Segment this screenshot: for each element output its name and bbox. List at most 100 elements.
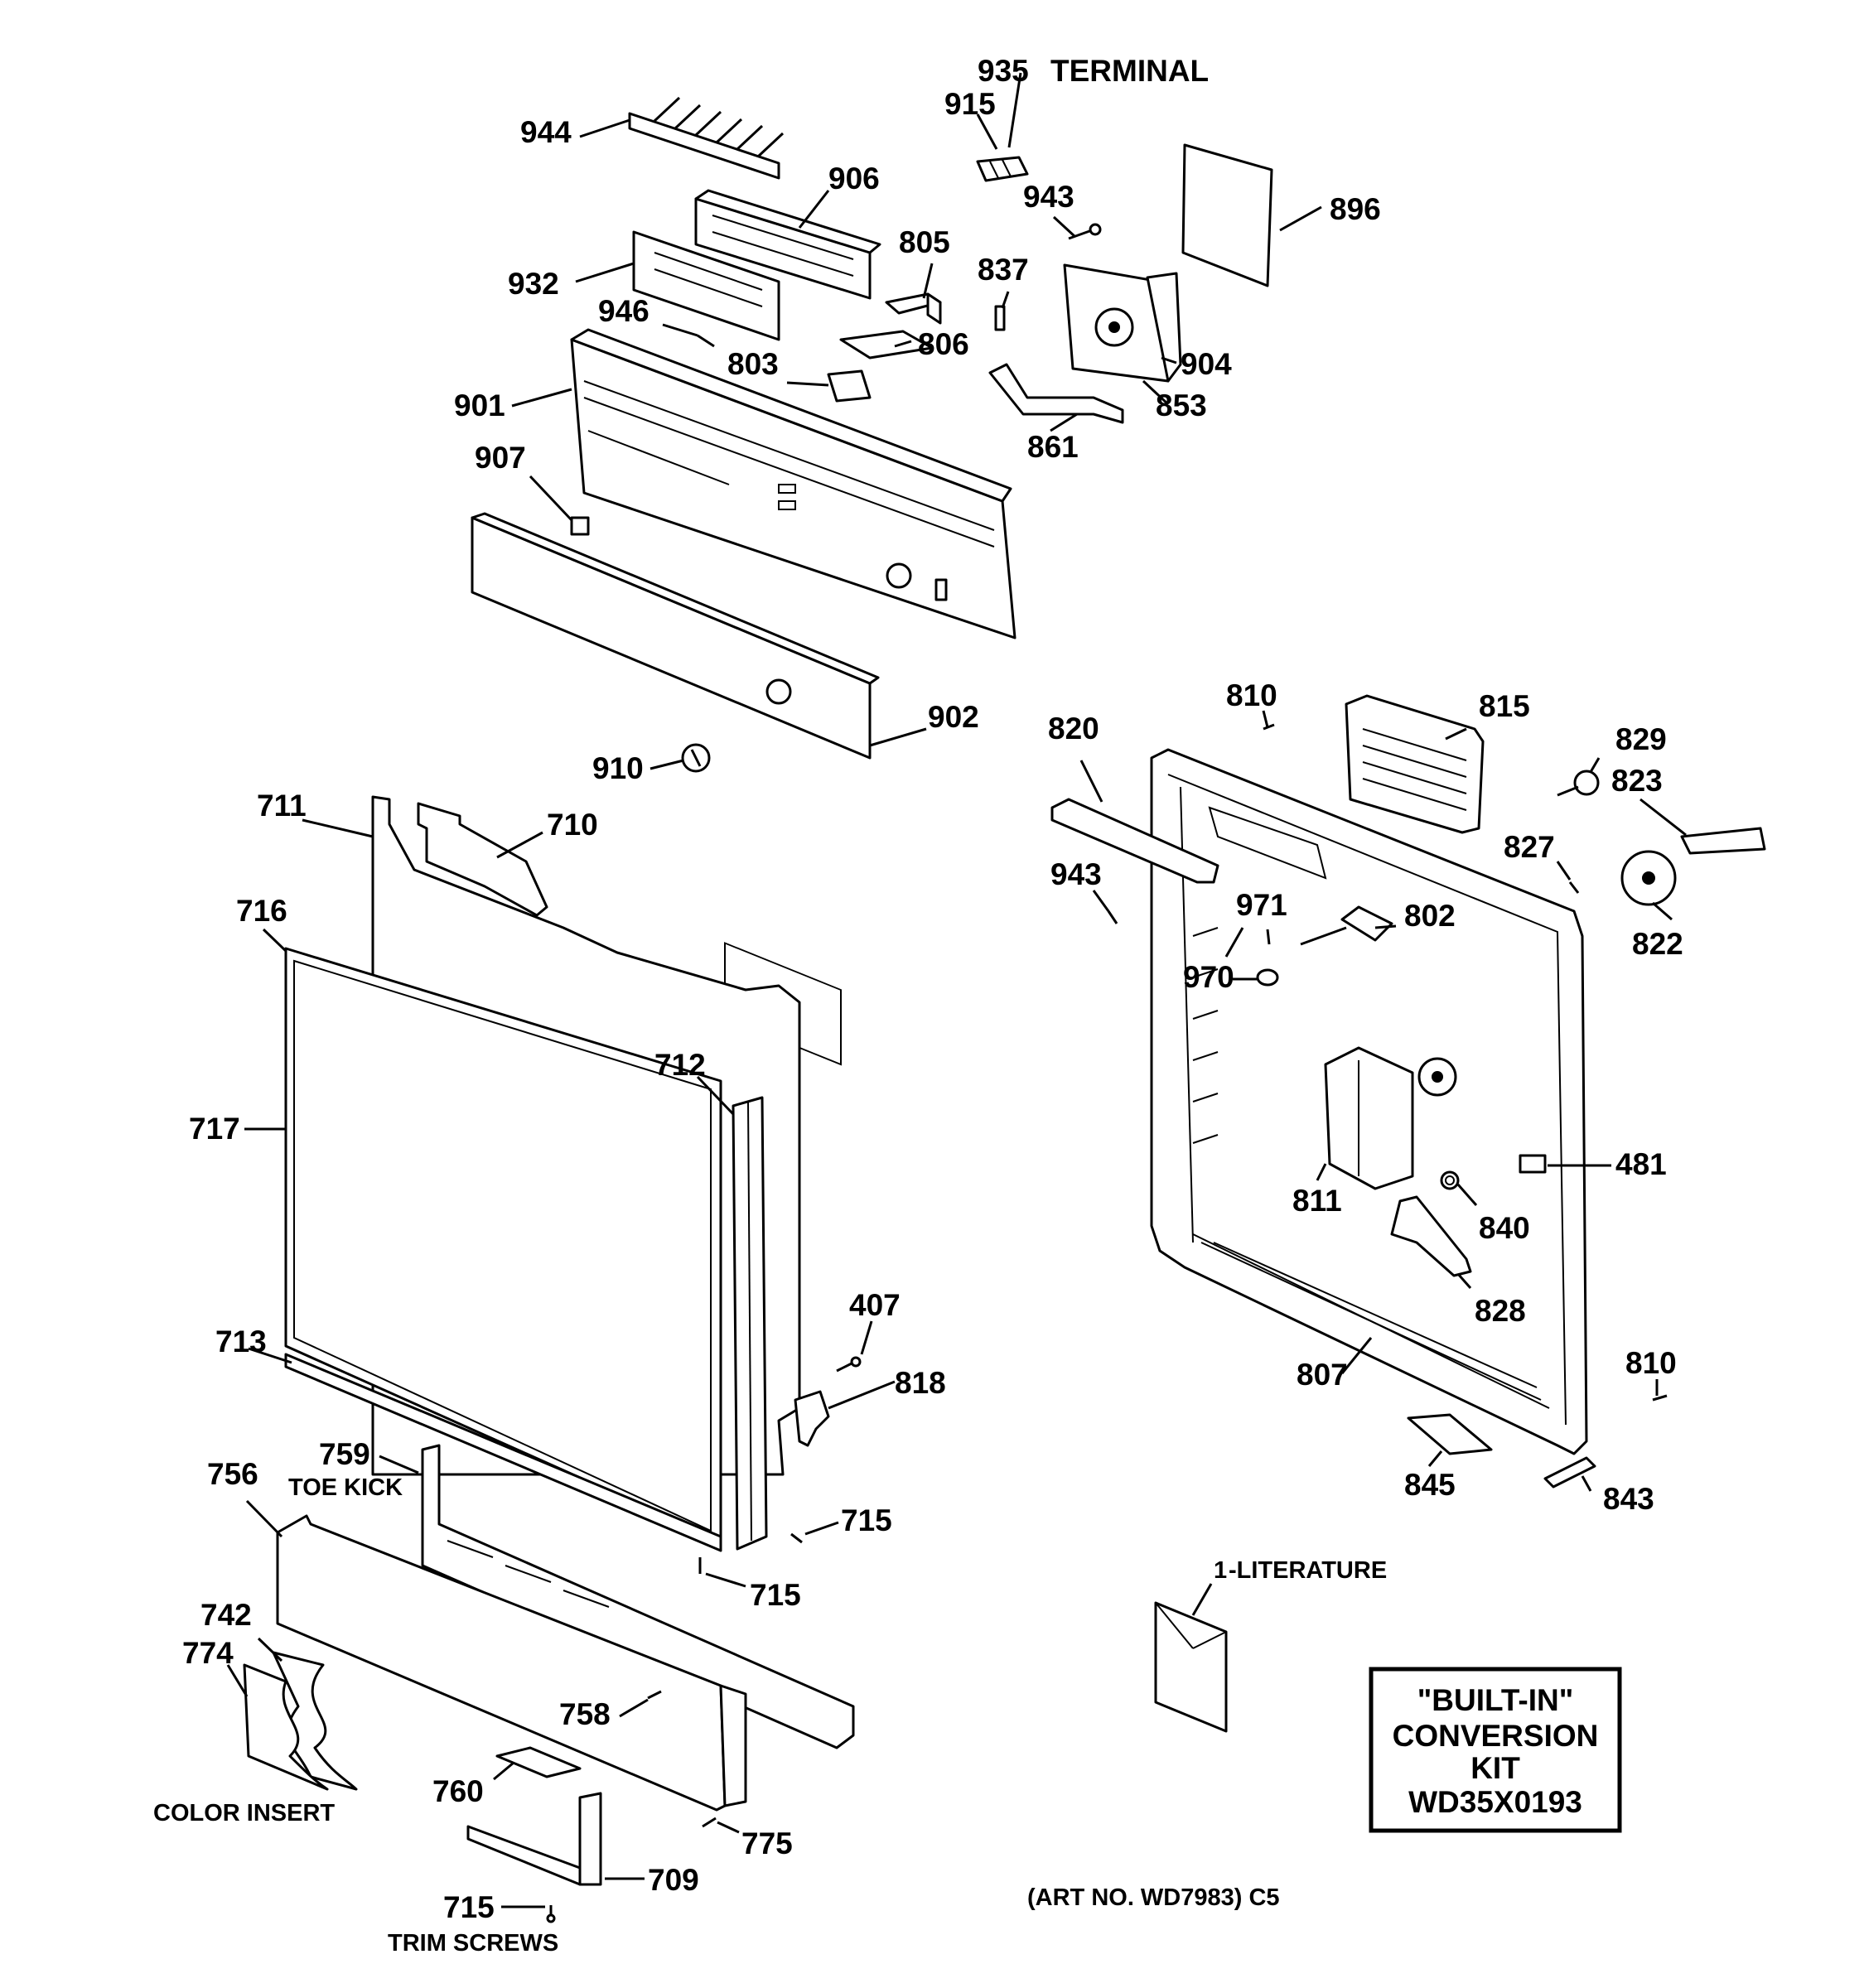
part-piece-481	[1519, 1154, 1547, 1174]
part-lever-861	[988, 363, 1124, 424]
label-712: 712	[654, 1048, 706, 1082]
label-932: 932	[508, 267, 559, 301]
label-806: 806	[918, 327, 969, 361]
caption-toe-kick: TOE KICK	[288, 1474, 403, 1501]
part-knob-907	[570, 516, 590, 536]
label-823: 823	[1611, 764, 1663, 798]
part-film-806	[839, 330, 934, 359]
part-console-901	[570, 328, 1017, 639]
part-trim-712	[732, 1096, 768, 1551]
part-switch-803	[827, 369, 872, 403]
part-shaft-823	[1680, 827, 1766, 855]
label-774: 774	[182, 1636, 234, 1670]
part-screw-715-c	[546, 1905, 556, 1923]
part-screw-943-top	[1068, 223, 1102, 240]
label-711: 711	[257, 789, 307, 823]
part-literature-1	[1154, 1601, 1228, 1733]
caption-color-insert: COLOR INSERT	[153, 1800, 335, 1826]
part-labels: 935 915 944 906 943 896 805 837 932 946 …	[182, 54, 1683, 1924]
label-907: 907	[475, 441, 526, 475]
part-terminal-915	[976, 156, 1029, 182]
label-802: 802	[1404, 899, 1456, 933]
label-943-top: 943	[1023, 180, 1074, 214]
kit-line-4: WD35X0193	[1408, 1785, 1582, 1819]
label-845: 845	[1404, 1468, 1456, 1502]
kit-line-2: CONVERSION	[1393, 1719, 1599, 1753]
label-915: 915	[944, 87, 996, 121]
label-715-c: 715	[443, 1890, 495, 1924]
label-822: 822	[1632, 927, 1683, 961]
part-spring-840	[1440, 1170, 1460, 1190]
conversion-kit-box: "BUILT-IN" CONVERSION KIT WD35X0193	[1369, 1667, 1622, 1833]
label-904: 904	[1181, 347, 1232, 381]
label-853: 853	[1156, 388, 1207, 422]
caption-trim-screws: TRIM SCREWS	[388, 1930, 558, 1957]
part-color-insert-774	[243, 1663, 329, 1791]
kit-line-1: "BUILT-IN"	[1417, 1683, 1574, 1717]
part-screw-971	[1266, 929, 1271, 945]
part-screw-946	[697, 334, 715, 348]
part-screw-810-bottom	[1652, 1394, 1668, 1402]
leader-lines	[226, 72, 1687, 1908]
part-dispenser-811	[1324, 1046, 1457, 1190]
part-timer-904	[1063, 263, 1182, 383]
label-775: 775	[741, 1826, 793, 1860]
label-901: 901	[454, 388, 505, 422]
part-screw-943-right	[1107, 910, 1118, 924]
part-handle-820	[1050, 798, 1219, 884]
label-481: 481	[1615, 1147, 1667, 1181]
label-944: 944	[520, 115, 572, 149]
label-828: 828	[1475, 1294, 1526, 1328]
part-bracket-818	[794, 1390, 830, 1447]
part-screw-407	[836, 1356, 862, 1373]
part-kickplate-756	[276, 1514, 747, 1812]
part-screw-775	[702, 1817, 717, 1828]
part-bracket-805	[885, 292, 942, 325]
part-trim-713	[284, 1353, 722, 1552]
part-spring-837	[994, 305, 1006, 331]
label-810-top: 810	[1226, 678, 1277, 712]
label-829: 829	[1615, 722, 1667, 756]
part-panel-710	[417, 802, 548, 917]
part-door-panel-716	[284, 947, 722, 1542]
label-713: 713	[215, 1325, 267, 1358]
label-843: 843	[1603, 1482, 1654, 1516]
part-screw-758	[647, 1690, 662, 1700]
art-number: (ART NO. WD7983) C5	[1027, 1884, 1280, 1911]
label-902: 902	[928, 700, 979, 734]
label-861: 861	[1027, 430, 1079, 464]
label-827: 827	[1504, 830, 1555, 864]
part-clip-760	[495, 1746, 582, 1778]
part-screw-810-top	[1263, 723, 1275, 731]
label-715-a: 715	[841, 1503, 892, 1537]
part-connector-906	[694, 189, 881, 300]
part-bracket-932	[632, 230, 780, 341]
label-840: 840	[1479, 1211, 1530, 1245]
captions: TERMINAL TOE KICK COLOR INSERT TRIM SCRE…	[153, 54, 1387, 1957]
label-759: 759	[319, 1437, 370, 1471]
part-screw-715-a	[790, 1532, 803, 1544]
label-837: 837	[978, 253, 1029, 287]
label-807: 807	[1297, 1358, 1348, 1392]
label-1: 1	[1214, 1557, 1227, 1584]
part-terminal-strip-944	[628, 96, 785, 180]
label-896: 896	[1330, 192, 1381, 226]
label-715-b: 715	[750, 1578, 801, 1612]
caption-literature: -LITERATURE	[1229, 1557, 1387, 1584]
part-panel-902	[471, 512, 880, 1066]
kit-line-3: KIT	[1470, 1751, 1520, 1785]
label-820: 820	[1048, 712, 1099, 746]
part-arm-828	[1390, 1195, 1472, 1277]
label-971: 971	[1236, 888, 1287, 922]
label-818: 818	[895, 1366, 946, 1400]
part-gear-822	[1620, 850, 1677, 906]
label-811: 811	[1292, 1184, 1342, 1218]
label-407: 407	[849, 1288, 901, 1322]
part-hinge-843	[1543, 1456, 1596, 1489]
label-943-right: 943	[1050, 857, 1102, 891]
label-910: 910	[592, 751, 644, 785]
part-bracket-709	[466, 1792, 602, 1886]
part-plug-970	[1256, 968, 1279, 987]
label-716: 716	[236, 894, 287, 928]
